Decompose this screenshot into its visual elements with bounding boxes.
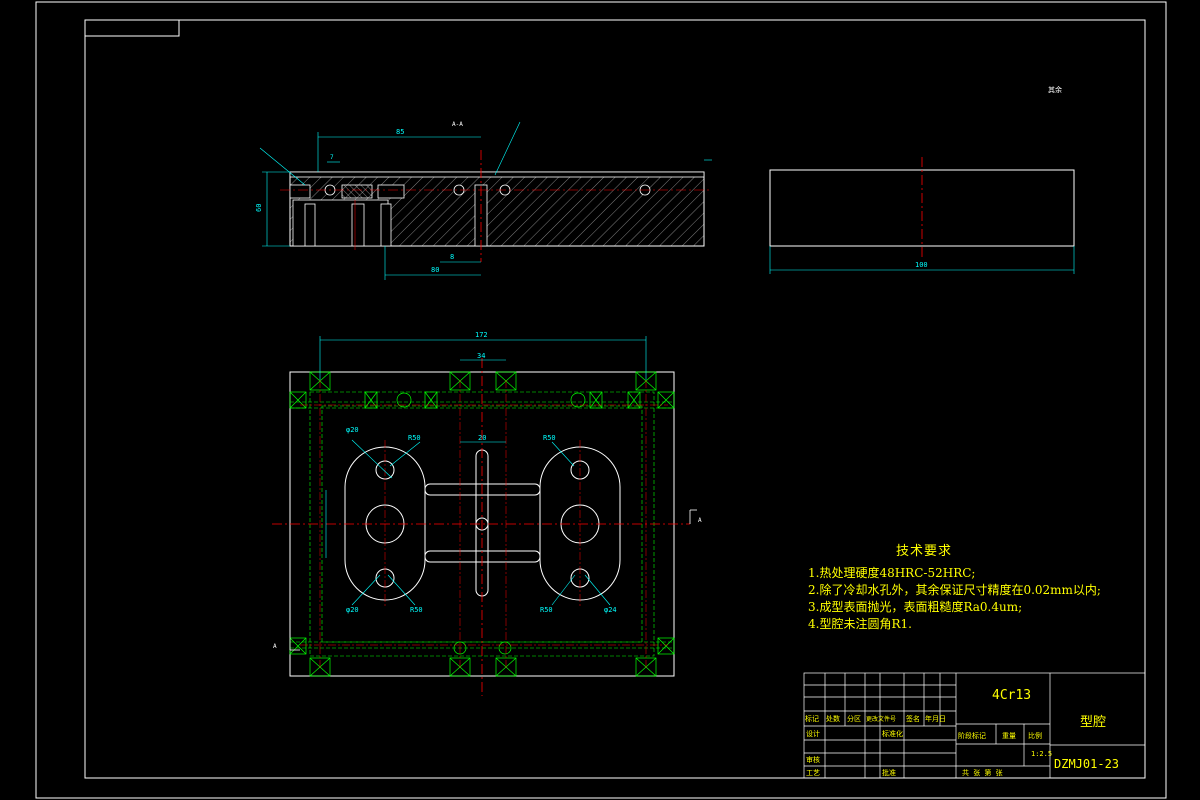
drawing-number: DZMJ01-23 — [1054, 757, 1120, 771]
technical-requirements: 技术要求 1.热处理硬度48HRC-52HRC; 2.除了冷却水孔外，其余保证尺… — [808, 540, 1101, 633]
tb-header-5: 年月日 — [925, 714, 946, 723]
dim-172: 172 — [475, 331, 488, 339]
pin-3 — [380, 203, 392, 247]
tb-stage-2: 比例 — [1028, 731, 1042, 740]
section-label: A-A — [452, 121, 463, 128]
tb-sheet: 共 张 第 张 — [962, 768, 1003, 777]
runner-bottom — [424, 550, 541, 563]
dim-phi24: φ24 — [604, 606, 617, 614]
inner-border — [84, 19, 1146, 779]
section-top-band — [289, 171, 705, 178]
tb-role-4: 批准 — [882, 768, 896, 777]
dim-85: 85 — [396, 128, 404, 136]
title-block — [803, 672, 1146, 779]
section-insert-1 — [289, 184, 311, 199]
side-view: 100 — [769, 157, 1075, 274]
tb-header-3: 更改文件号 — [866, 715, 896, 723]
tb-stage-0: 阶段标记 — [958, 731, 986, 740]
section-view: 85 A-A 80 8 60 7 — [255, 121, 712, 280]
section-mark-left: A — [273, 643, 277, 650]
dim-r50-a: R50 — [408, 434, 421, 442]
dim-80: 80 — [431, 266, 439, 274]
tb-header-0: 标记 — [805, 714, 819, 723]
dim-r50-c: R50 — [410, 606, 423, 614]
pin-1 — [304, 203, 316, 247]
part-name: 型腔 — [1080, 715, 1107, 730]
tb-stage-1: 重量 — [1002, 732, 1016, 740]
tb-role-3: 工艺 — [806, 769, 820, 777]
dim-phi20-top: φ20 — [346, 426, 359, 434]
tech-item-2: 2.除了冷却水孔外，其余保证尺寸精度在0.02mm以内; — [808, 583, 1101, 597]
pin-2 — [351, 203, 365, 247]
tb-role-1: 标准化 — [882, 729, 903, 738]
dim-20: 20 — [478, 434, 486, 442]
dim-60: 60 — [255, 204, 263, 212]
material-label: 4Cr13 — [992, 688, 1032, 703]
plan-view: 172 34 20 φ20 φ20 φ24 R50 R50 R50 R50 A … — [272, 331, 702, 696]
dim-100: 100 — [915, 261, 928, 269]
dim-7: 7 — [330, 154, 334, 161]
section-insert-2 — [341, 184, 373, 199]
tech-title: 技术要求 — [896, 544, 953, 559]
tech-item-3: 3.成型表面抛光，表面粗糙度Ra0.4um; — [808, 600, 1023, 614]
tb-header-2: 分区 — [847, 714, 861, 723]
tech-item-1: 1.热处理硬度48HRC-52HRC; — [808, 566, 976, 580]
scale-value: 1:2.5 — [1031, 750, 1053, 758]
runner-top — [424, 483, 541, 496]
dim-phi20-bot: φ20 — [346, 606, 359, 614]
tb-role-2: 审核 — [806, 755, 820, 764]
dim-r50-d: R50 — [540, 606, 553, 614]
section-mark-right: A — [698, 517, 702, 524]
dim-8: 8 — [450, 253, 454, 261]
dim-r50-b: R50 — [543, 434, 556, 442]
outer-border — [35, 1, 1167, 799]
tb-header-1: 处数 — [826, 714, 840, 723]
tb-header-4: 签名 — [906, 714, 920, 723]
title-block-headers: 标记 处数 分区 更改文件号 签名 年月日 设计 标准化 审核 工艺 批准 阶段… — [805, 714, 1042, 777]
roughness-mark-text: 其余 — [1048, 85, 1062, 94]
dim-34: 34 — [477, 352, 485, 360]
section-insert-3 — [377, 184, 405, 199]
corner-tab — [84, 19, 180, 37]
tb-role-0: 设计 — [806, 729, 820, 738]
tech-item-4: 4.型腔未注圆角R1. — [808, 617, 912, 631]
